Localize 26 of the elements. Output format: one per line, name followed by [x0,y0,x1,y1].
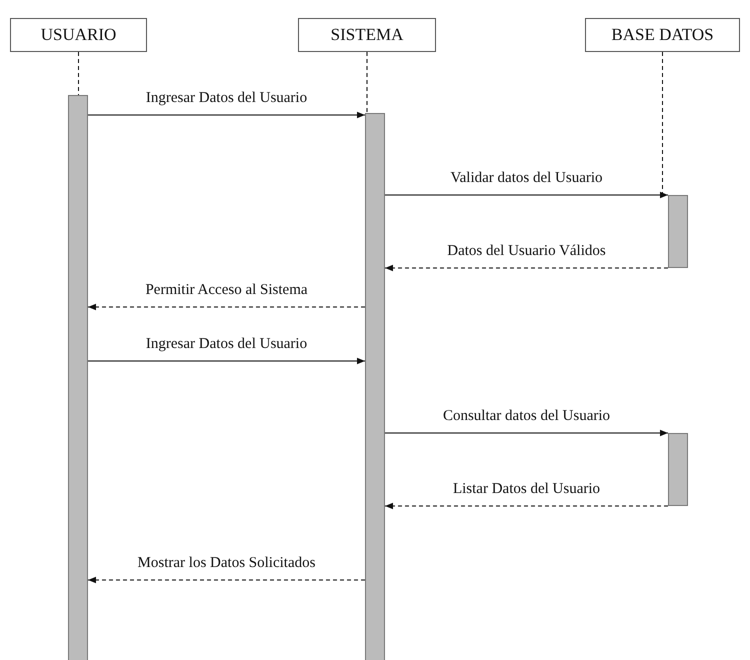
activation-bar [365,113,385,660]
lifeline-header-box: USUARIO [10,18,147,52]
message-arrow [88,304,366,310]
lifeline [78,52,79,96]
lifeline [366,52,368,114]
activation-bar [68,95,88,660]
activation-bar [668,433,688,506]
lifeline-header-box: BASE DATOS [585,18,740,52]
message-label: Validar datos del Usuario [450,170,603,187]
message-label: Ingresar Datos del Usuario [146,90,308,107]
message-label: Ingresar Datos del Usuario [146,336,308,353]
message-label: Listar Datos del Usuario [452,481,600,498]
message-arrow [88,576,366,584]
lifeline [662,52,663,196]
message-label: Consultar datos del Usuario [442,408,610,425]
message-label: Mostrar los Datos Solicitados [138,555,316,572]
message-arrow [88,358,366,364]
message-label: Permitir Acceso al Sistema [145,282,308,299]
message-arrow [384,192,668,198]
message-arrow [384,430,668,436]
message-arrow [384,264,668,272]
message-arrow [88,112,366,118]
message-label: Datos del Usuario Válidos [447,243,606,260]
message-arrow [384,502,668,510]
activation-bar [668,195,688,268]
lifeline-header-box: SISTEMA [298,18,436,52]
